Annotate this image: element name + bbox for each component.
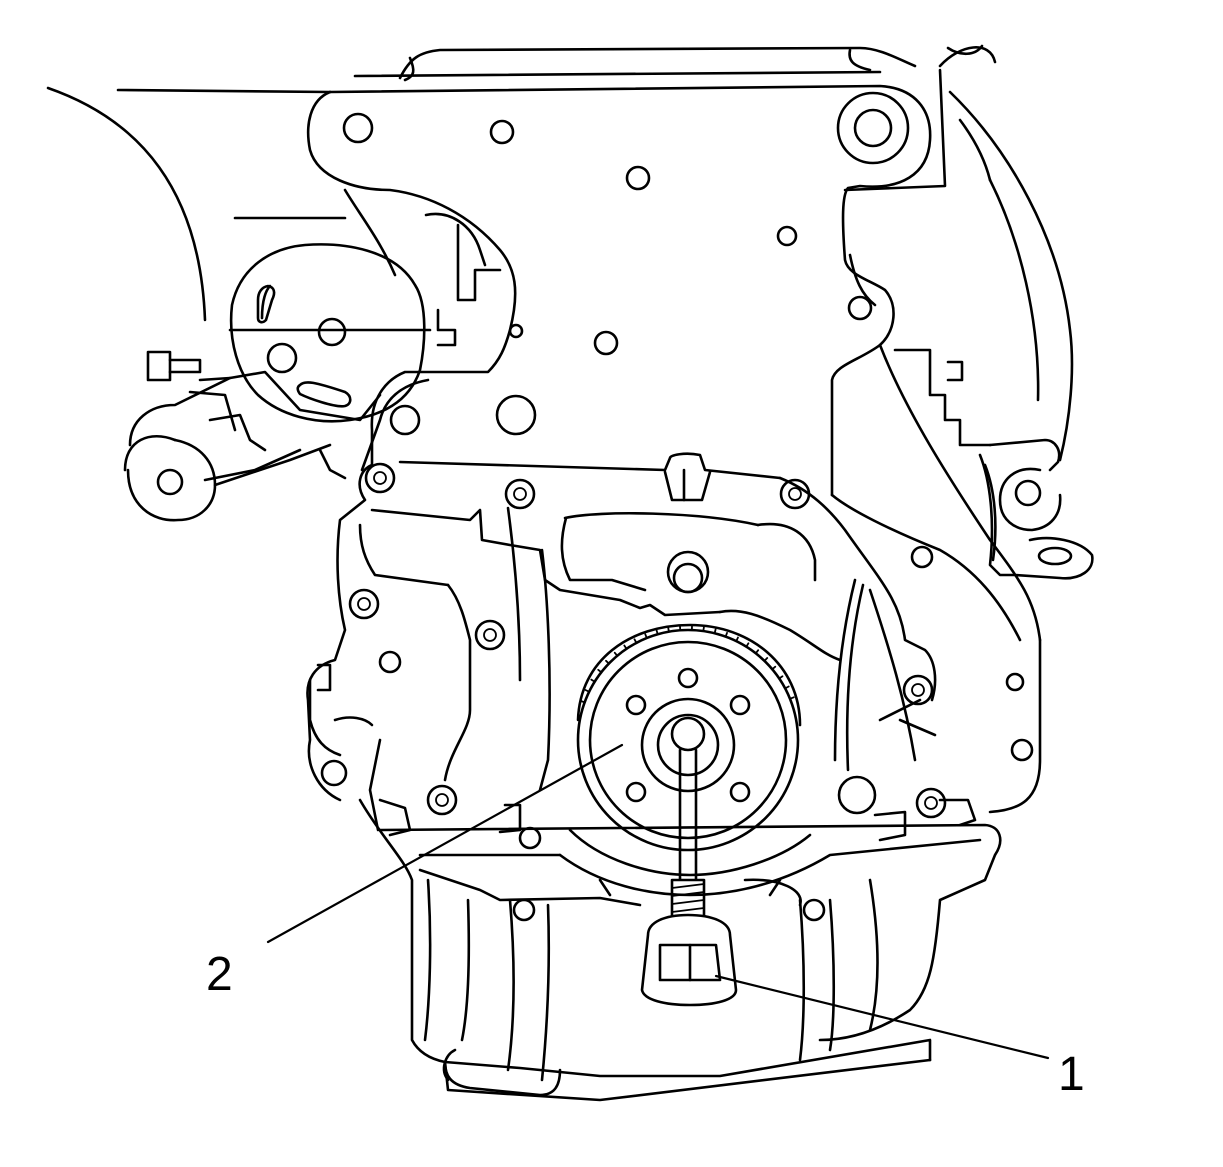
leader-line-2: [266, 743, 624, 944]
callout-leaders: [266, 743, 1050, 1060]
engine-upper-outline: [46, 44, 997, 322]
upper-cover-plate: [306, 68, 947, 497]
left-idler-bracket: [123, 212, 502, 522]
crankshaft-sprocket: [576, 623, 802, 852]
right-bracket: [878, 90, 1094, 814]
lower-front-cover: [306, 404, 1034, 832]
callout-label-2: 2: [206, 948, 233, 1001]
crank-bolt: [640, 748, 738, 1007]
leader-line-1: [714, 974, 1050, 1060]
callout-label-1: 1: [1058, 1048, 1085, 1101]
